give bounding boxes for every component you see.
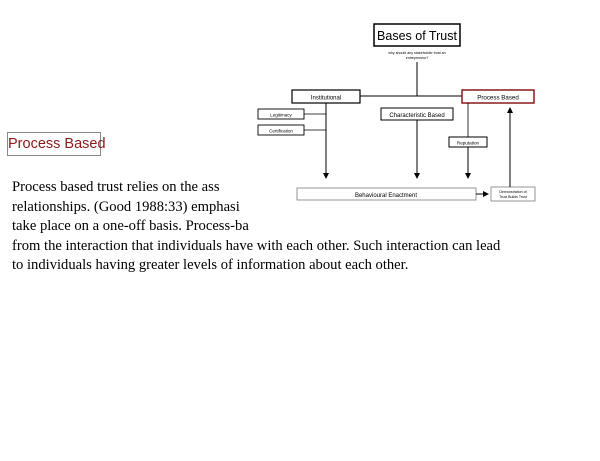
characteristic-label: Characteristic Based	[389, 113, 444, 119]
diagram-canvas: Bases of Trust why should any stakeholde…	[257, 23, 536, 202]
process-label: Process Based	[477, 95, 519, 102]
institutional-label: Institutional	[311, 96, 341, 102]
body-line: take place on a one-off basis. Process-b…	[12, 218, 249, 234]
root-label: Bases of Trust	[377, 29, 457, 43]
body-line: from the interaction that individuals ha…	[12, 237, 501, 254]
root-node	[373, 23, 461, 47]
body-line: Process based trust relies on the ass	[12, 179, 220, 195]
root-sublabel: why should any stakeholder trust an	[388, 51, 445, 55]
body-line: relationships. (Good 1988:33) emphasises	[12, 198, 258, 215]
section-title: Process Based	[7, 132, 106, 156]
demonstration-label: Trust Builds Trust	[499, 195, 527, 199]
certification-label: Certification	[269, 129, 293, 134]
demonstration-node	[490, 186, 536, 202]
body-line: to individuals having greater levels of …	[12, 257, 409, 273]
demonstration-label: Demonstration of	[499, 190, 526, 194]
body-paragraph: Process based trust relies on the ass re…	[12, 178, 500, 276]
trust-diagram: Bases of Trust why should any stakeholde…	[240, 10, 600, 220]
legitimacy-label: Legitimacy	[270, 113, 292, 118]
process-node	[461, 89, 535, 104]
root-sublabel: entrepreneur?	[406, 56, 429, 60]
reputation-label: Reputation	[457, 141, 480, 146]
behavioural-label: Behavioural Enactment	[355, 193, 417, 199]
